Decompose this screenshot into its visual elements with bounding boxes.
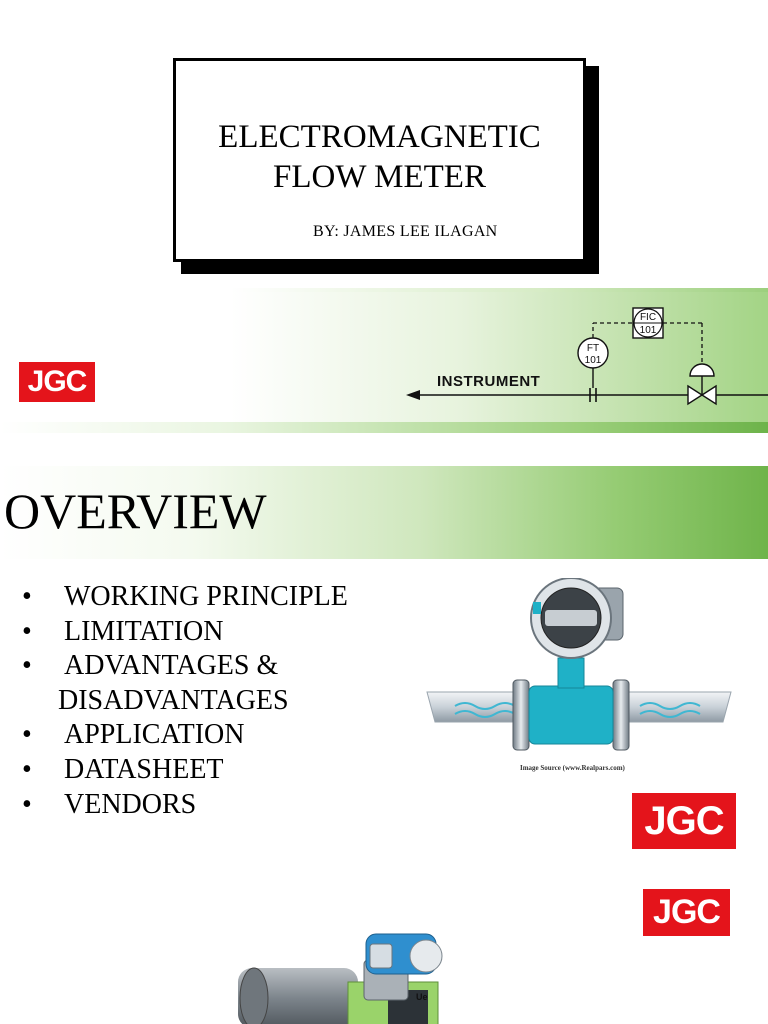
right-flange bbox=[612, 679, 630, 751]
svg-text:Ue: Ue bbox=[416, 992, 428, 1002]
image-source-caption: Image Source (www.Realpars.com) bbox=[520, 764, 625, 772]
bullet-text: VENDORS bbox=[64, 788, 197, 820]
title-slide: ELECTROMAGNETIC FLOW METER BY: JAMES LEE… bbox=[0, 0, 768, 455]
bullet-item: • ADVANTAGES & bbox=[22, 649, 412, 684]
pipe-section bbox=[238, 968, 358, 1024]
jgc-logo: JGC bbox=[19, 362, 95, 402]
bullet-dot: • bbox=[22, 753, 32, 785]
bullet-item: • LIMITATION bbox=[22, 615, 412, 650]
fic-tag-line2: 101 bbox=[640, 325, 657, 336]
fic-tag-line1: FIC bbox=[640, 312, 656, 323]
meter-neck bbox=[557, 657, 585, 689]
bullet-item: • APPLICATION bbox=[22, 718, 412, 753]
bullet-text: APPLICATION bbox=[64, 719, 245, 751]
bullet-dot: • bbox=[22, 615, 32, 647]
author-byline: BY: JAMES LEE ILAGAN bbox=[313, 223, 498, 240]
title-line-2: FLOW METER bbox=[273, 159, 486, 195]
bullet-continuation: DISADVANTAGES bbox=[22, 684, 412, 719]
bullet-dot: • bbox=[22, 650, 32, 682]
display-window bbox=[545, 610, 597, 626]
bullet-text: DISADVANTAGES bbox=[58, 684, 289, 716]
bullet-dot: • bbox=[22, 719, 32, 751]
overview-heading-band bbox=[0, 466, 768, 559]
bullet-text: ADVANTAGES & bbox=[64, 650, 279, 682]
bullet-text: WORKING PRINCIPLE bbox=[64, 581, 348, 612]
instrument-label: INSTRUMENT bbox=[437, 373, 541, 390]
flow-arrowhead bbox=[406, 390, 420, 400]
valve-actuator bbox=[689, 363, 715, 377]
meter-body bbox=[528, 685, 614, 745]
bullet-text: LIMITATION bbox=[64, 615, 224, 647]
bullet-text: DATASHEET bbox=[64, 753, 224, 785]
instrument-loop-diagram: FT 101 FIC 101 bbox=[406, 307, 768, 406]
bullet-item: • WORKING PRINCIPLE bbox=[22, 580, 412, 615]
bullet-dot: • bbox=[22, 788, 32, 820]
left-flange bbox=[512, 679, 530, 751]
jgc-logo: JGC bbox=[643, 889, 730, 936]
flow-meter-illustration bbox=[426, 578, 732, 751]
bullet-item: • VENDORS bbox=[22, 788, 412, 823]
overview-bullet-list: • WORKING PRINCIPLE • LIMITATION • ADVANTAG… bbox=[22, 580, 412, 822]
title-box: ELECTROMAGNETIC FLOW METER BY: JAMES LEE… bbox=[173, 58, 586, 262]
title-line-1: ELECTROMAGNETIC bbox=[218, 119, 541, 155]
ft-tag-line2: 101 bbox=[585, 355, 602, 366]
jgc-logo: JGC bbox=[632, 793, 736, 849]
flow-meter-cutaway-illustration: Ue bbox=[238, 933, 443, 1024]
overview-heading: OVERVIEW bbox=[4, 483, 267, 539]
banner-top-stripe bbox=[0, 288, 768, 292]
bullet-dot: • bbox=[22, 581, 32, 612]
bullet-item: • DATASHEET bbox=[22, 753, 412, 788]
banner-bottom-stripe bbox=[0, 422, 768, 433]
ft-tag-line1: FT bbox=[587, 343, 599, 354]
